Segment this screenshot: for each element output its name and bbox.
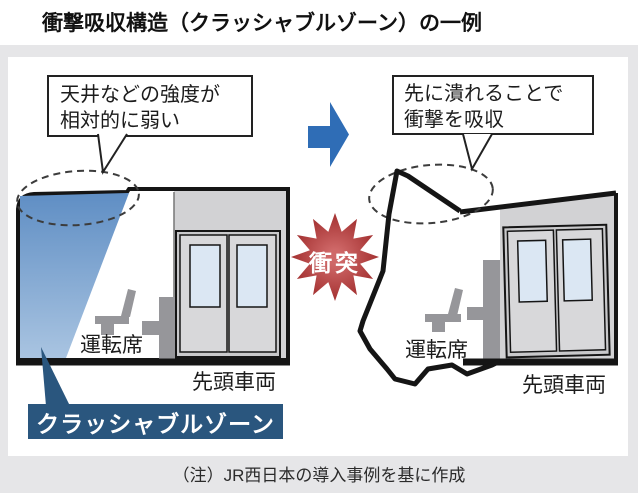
crushed-zone-highlight-ellipse — [368, 163, 494, 225]
zone-label-box — [28, 404, 283, 439]
driver-seat-after-icon — [425, 260, 500, 360]
collision-burst-icon — [291, 213, 379, 301]
callout-before-line1: 天井などの強度が — [60, 84, 220, 106]
collision-label: 衝突 — [309, 250, 361, 276]
door-before-icon — [175, 230, 281, 358]
crushed-nose-outline — [357, 168, 502, 387]
callout-before: 天井などの強度が 相対的に弱い — [60, 82, 220, 134]
source-note: （注）JR西日本の導入事例を基に作成 — [172, 466, 466, 485]
diagram-canvas — [16, 75, 618, 439]
callout-box-before — [47, 75, 253, 137]
transition-arrow-icon — [308, 102, 349, 167]
callout-box-after — [392, 75, 594, 135]
callout-pointer-after — [462, 133, 493, 172]
zone-label-pointer — [41, 347, 70, 406]
callout-after: 先に潰れることで 衝撃を吸収 — [404, 81, 563, 133]
car-label-before: 先頭車両 — [192, 371, 276, 394]
roof-line-after — [459, 190, 617, 215]
callout-after-line1: 先に潰れることで — [404, 83, 564, 105]
train-after — [357, 163, 618, 387]
zone-label: クラッシャブルゾーン — [36, 410, 275, 437]
callout-pointer-before — [97, 133, 128, 175]
crushable-zone-shape — [20, 193, 129, 358]
driver-seat-label-before: 運転席 — [80, 334, 143, 357]
callout-after-line2: 衝撃を吸収 — [404, 109, 504, 131]
car-label-after: 先頭車両 — [522, 374, 606, 397]
driver-seat-before-icon — [95, 289, 175, 360]
train-before — [16, 169, 290, 366]
diagram-card: 天井などの強度が 相対的に弱い 先に潰れることで 衝撃を吸収 運転席 先頭車両 … — [8, 57, 628, 456]
door-after-icon — [502, 223, 611, 359]
callout-before-line2: 相対的に弱い — [60, 110, 180, 132]
weak-roof-highlight-ellipse — [16, 169, 140, 227]
page-title: 衝撃吸収構造（クラッシャブルゾーン）の一例 — [42, 12, 482, 35]
driver-seat-label-after: 運転席 — [405, 339, 468, 362]
crushed-nose-shape — [360, 171, 500, 384]
